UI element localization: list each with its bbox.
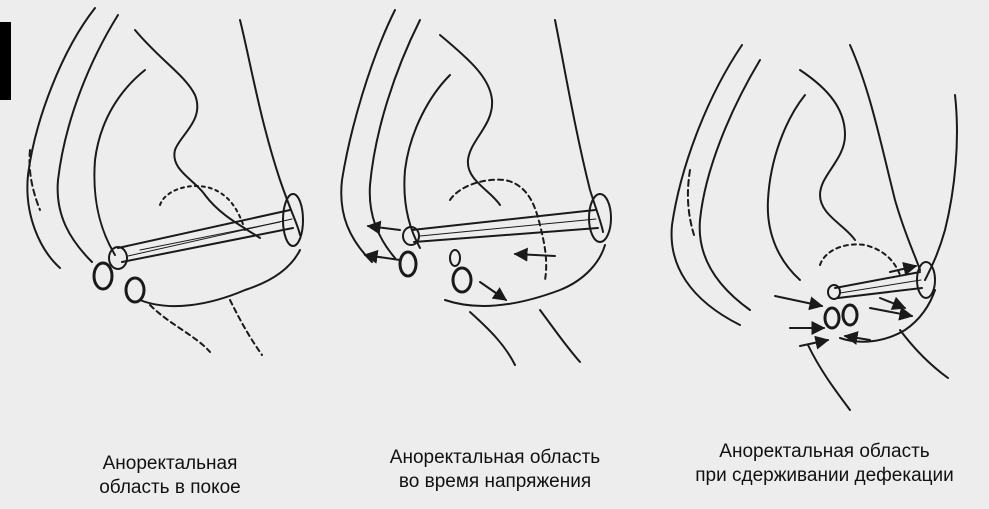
perineum-outline [140, 250, 300, 306]
perineum-lower [470, 310, 580, 365]
caption-straining: Аноректальная область во время напряжени… [360, 446, 630, 494]
sphincter-small [450, 250, 460, 266]
sphincter-upper [94, 263, 112, 289]
anal-ring [109, 247, 127, 269]
sphincter-upper [400, 252, 416, 276]
sphincter-lower [843, 305, 857, 325]
caption-line-2: при сдерживании дефекации [660, 464, 989, 488]
caption-line-1: Аноректальная область [660, 440, 989, 464]
caption-line-2: область в покое [60, 476, 280, 500]
caption-holding: Аноректальная область при сдерживании де… [660, 440, 989, 488]
caption-line-2: во время напряжения [360, 470, 630, 494]
spine-outline [27, 8, 118, 268]
sphincter-upper [825, 308, 839, 328]
pelvic-floor-dashed [450, 180, 546, 280]
perineum-outline [840, 290, 935, 342]
sphincter-lower [126, 278, 144, 302]
pelvic-floor-dashed [820, 244, 900, 275]
rectum-outline [404, 20, 603, 248]
perineum-dashed [150, 300, 262, 355]
caption-at-rest: Аноректальная область в покое [60, 452, 280, 500]
puborectalis-muscle [835, 272, 922, 298]
puborectalis-muscle [118, 210, 293, 262]
panel-holding [672, 45, 957, 410]
anal-ring [828, 285, 840, 299]
panel-straining [341, 10, 611, 365]
spine-outline [341, 10, 420, 262]
spine-outline [672, 45, 760, 325]
rectum-outline [94, 20, 300, 255]
caption-line-1: Аноректальная [60, 452, 280, 476]
panel-at-rest [27, 8, 303, 355]
puborectalis-muscle [412, 210, 598, 242]
perineum-lower [808, 330, 948, 410]
sphincter-lower [453, 268, 471, 292]
caption-line-1: Аноректальная область [360, 446, 630, 470]
